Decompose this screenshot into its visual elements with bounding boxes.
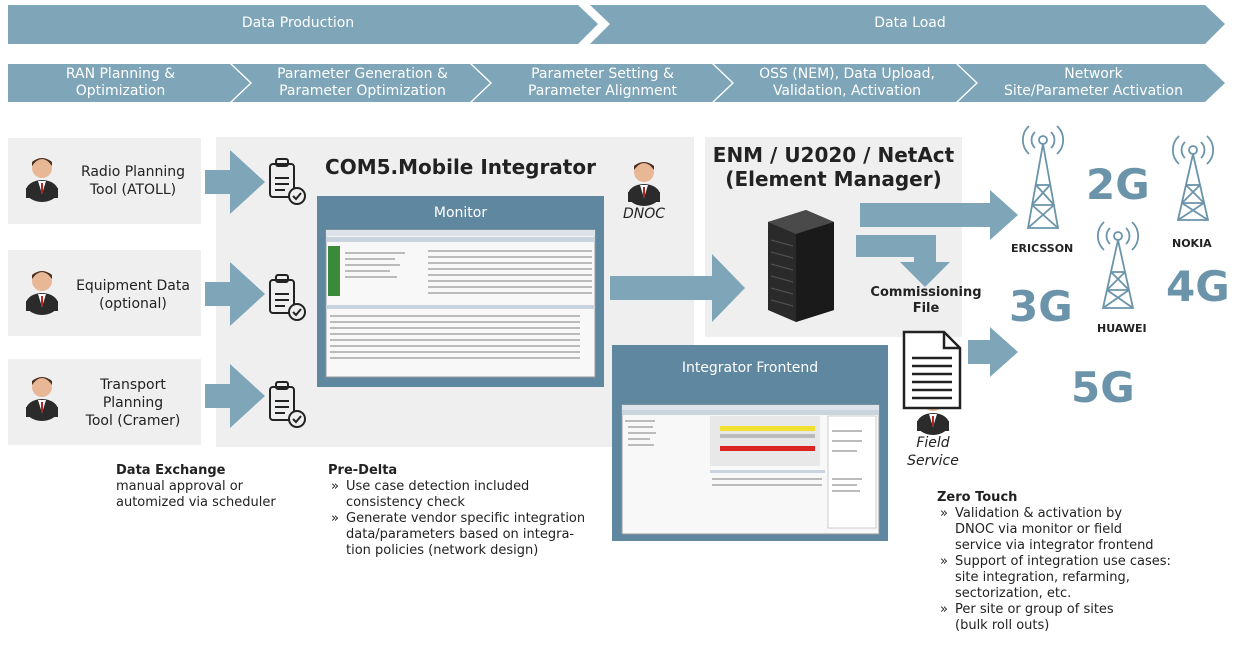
step-chevron-2 [232, 64, 490, 102]
commissioning-file-label: Commissioning File [870, 285, 982, 316]
step-chevron-4 [714, 64, 976, 102]
step-label-3: Parameter Setting & Parameter Alignment [527, 66, 678, 99]
pre-delta-item: Generate vendor specific integration dat… [328, 511, 608, 559]
clipboard-icon-1 [269, 158, 306, 205]
step-label-5: Network Site/Parameter Activation [1004, 66, 1183, 99]
field-service-label: Field Service [907, 435, 959, 469]
tech-4g: 4G [1166, 262, 1230, 311]
step-label-2: Parameter Generation & Parameter Optimiz… [277, 66, 448, 99]
stage-chevron-load [590, 5, 1225, 44]
arrow-source-2 [205, 262, 265, 326]
zero-touch-item: Validation & activation by DNOC via moni… [937, 506, 1187, 554]
tower-icon-huawei [1097, 221, 1139, 309]
tower-icon-ericsson [1022, 125, 1064, 229]
tech-2g: 2G [1086, 160, 1150, 209]
vendor-ericsson: ERICSSON [1011, 242, 1074, 255]
arrow-to-network [860, 190, 1018, 240]
clipboard-icon-3 [269, 381, 306, 428]
vendor-huawei: HUAWEI [1097, 322, 1147, 335]
zero-touch-item: Support of integration use cases: site i… [937, 554, 1187, 602]
pre-delta-title: Pre-Delta [328, 463, 398, 478]
server-icon [768, 210, 834, 322]
frontend-title: Integrator Frontend [681, 360, 819, 376]
element-manager-title: ENM / U2020 / NetAct (Element Manager) [712, 143, 955, 191]
zero-touch-list: Validation & activation by DNOC via moni… [937, 506, 1187, 634]
arrow-source-1 [205, 150, 265, 214]
document-icon [902, 330, 962, 410]
person-icon-2 [26, 271, 58, 315]
arrow-commissioning-to-network [968, 327, 1018, 377]
tech-3g: 3G [1009, 282, 1073, 331]
data-exchange-title: Data Exchange [116, 463, 226, 478]
pre-delta-list: Use case detection included consistency … [328, 479, 608, 559]
step-label-1: RAN Planning & Optimization [65, 66, 176, 99]
arrow-source-3 [205, 364, 265, 428]
monitor-title: Monitor [433, 205, 488, 221]
integrator-title: COM5.Mobile Integrator [325, 155, 596, 179]
tower-icon-nokia [1172, 135, 1214, 221]
zero-touch-note: Zero Touch Validation & activation by DN… [937, 490, 1187, 634]
source-label-transport: Transport Planning Tool (Cramer) [85, 377, 181, 429]
step-chevron-5 [958, 64, 1225, 102]
zero-touch-item: Per site or group of sites (bulk roll ou… [937, 602, 1187, 634]
data-exchange-text: manual approval or automized via schedul… [116, 479, 276, 510]
step-chevron-3 [472, 64, 732, 102]
dnoc-person-icon [628, 162, 660, 206]
arrow-to-commissioning [856, 235, 950, 287]
dnoc-label: DNOC [622, 206, 666, 222]
clipboard-icon-2 [269, 274, 306, 321]
source-box-2 [8, 250, 201, 336]
zero-touch-title: Zero Touch [937, 490, 1018, 505]
person-icon-1 [26, 158, 58, 202]
tech-5g: 5G [1071, 363, 1135, 412]
step-chevron-1 [8, 64, 250, 102]
monitor-screenshot-details [326, 230, 595, 359]
stage-label-production: Data Production [241, 15, 355, 31]
step-label-4: OSS (NEM), Data Upload, Validation, Acti… [759, 66, 935, 99]
pre-delta-note: Pre-Delta Use case detection included co… [328, 463, 608, 559]
source-label-equipment: Equipment Data (optional) [76, 278, 190, 312]
frontend-screenshot-details [622, 405, 879, 529]
data-exchange-note: Data Exchange manual approval or automiz… [116, 463, 306, 511]
stage-label-load: Data Load [874, 15, 946, 31]
arrow-to-element-manager [610, 254, 745, 322]
person-icon-3 [26, 377, 58, 421]
vendor-nokia: NOKIA [1172, 237, 1212, 250]
stage-chevron-production [8, 5, 598, 44]
source-label-radio: Radio Planning Tool (ATOLL) [80, 164, 186, 198]
pre-delta-item: Use case detection included consistency … [328, 479, 608, 511]
